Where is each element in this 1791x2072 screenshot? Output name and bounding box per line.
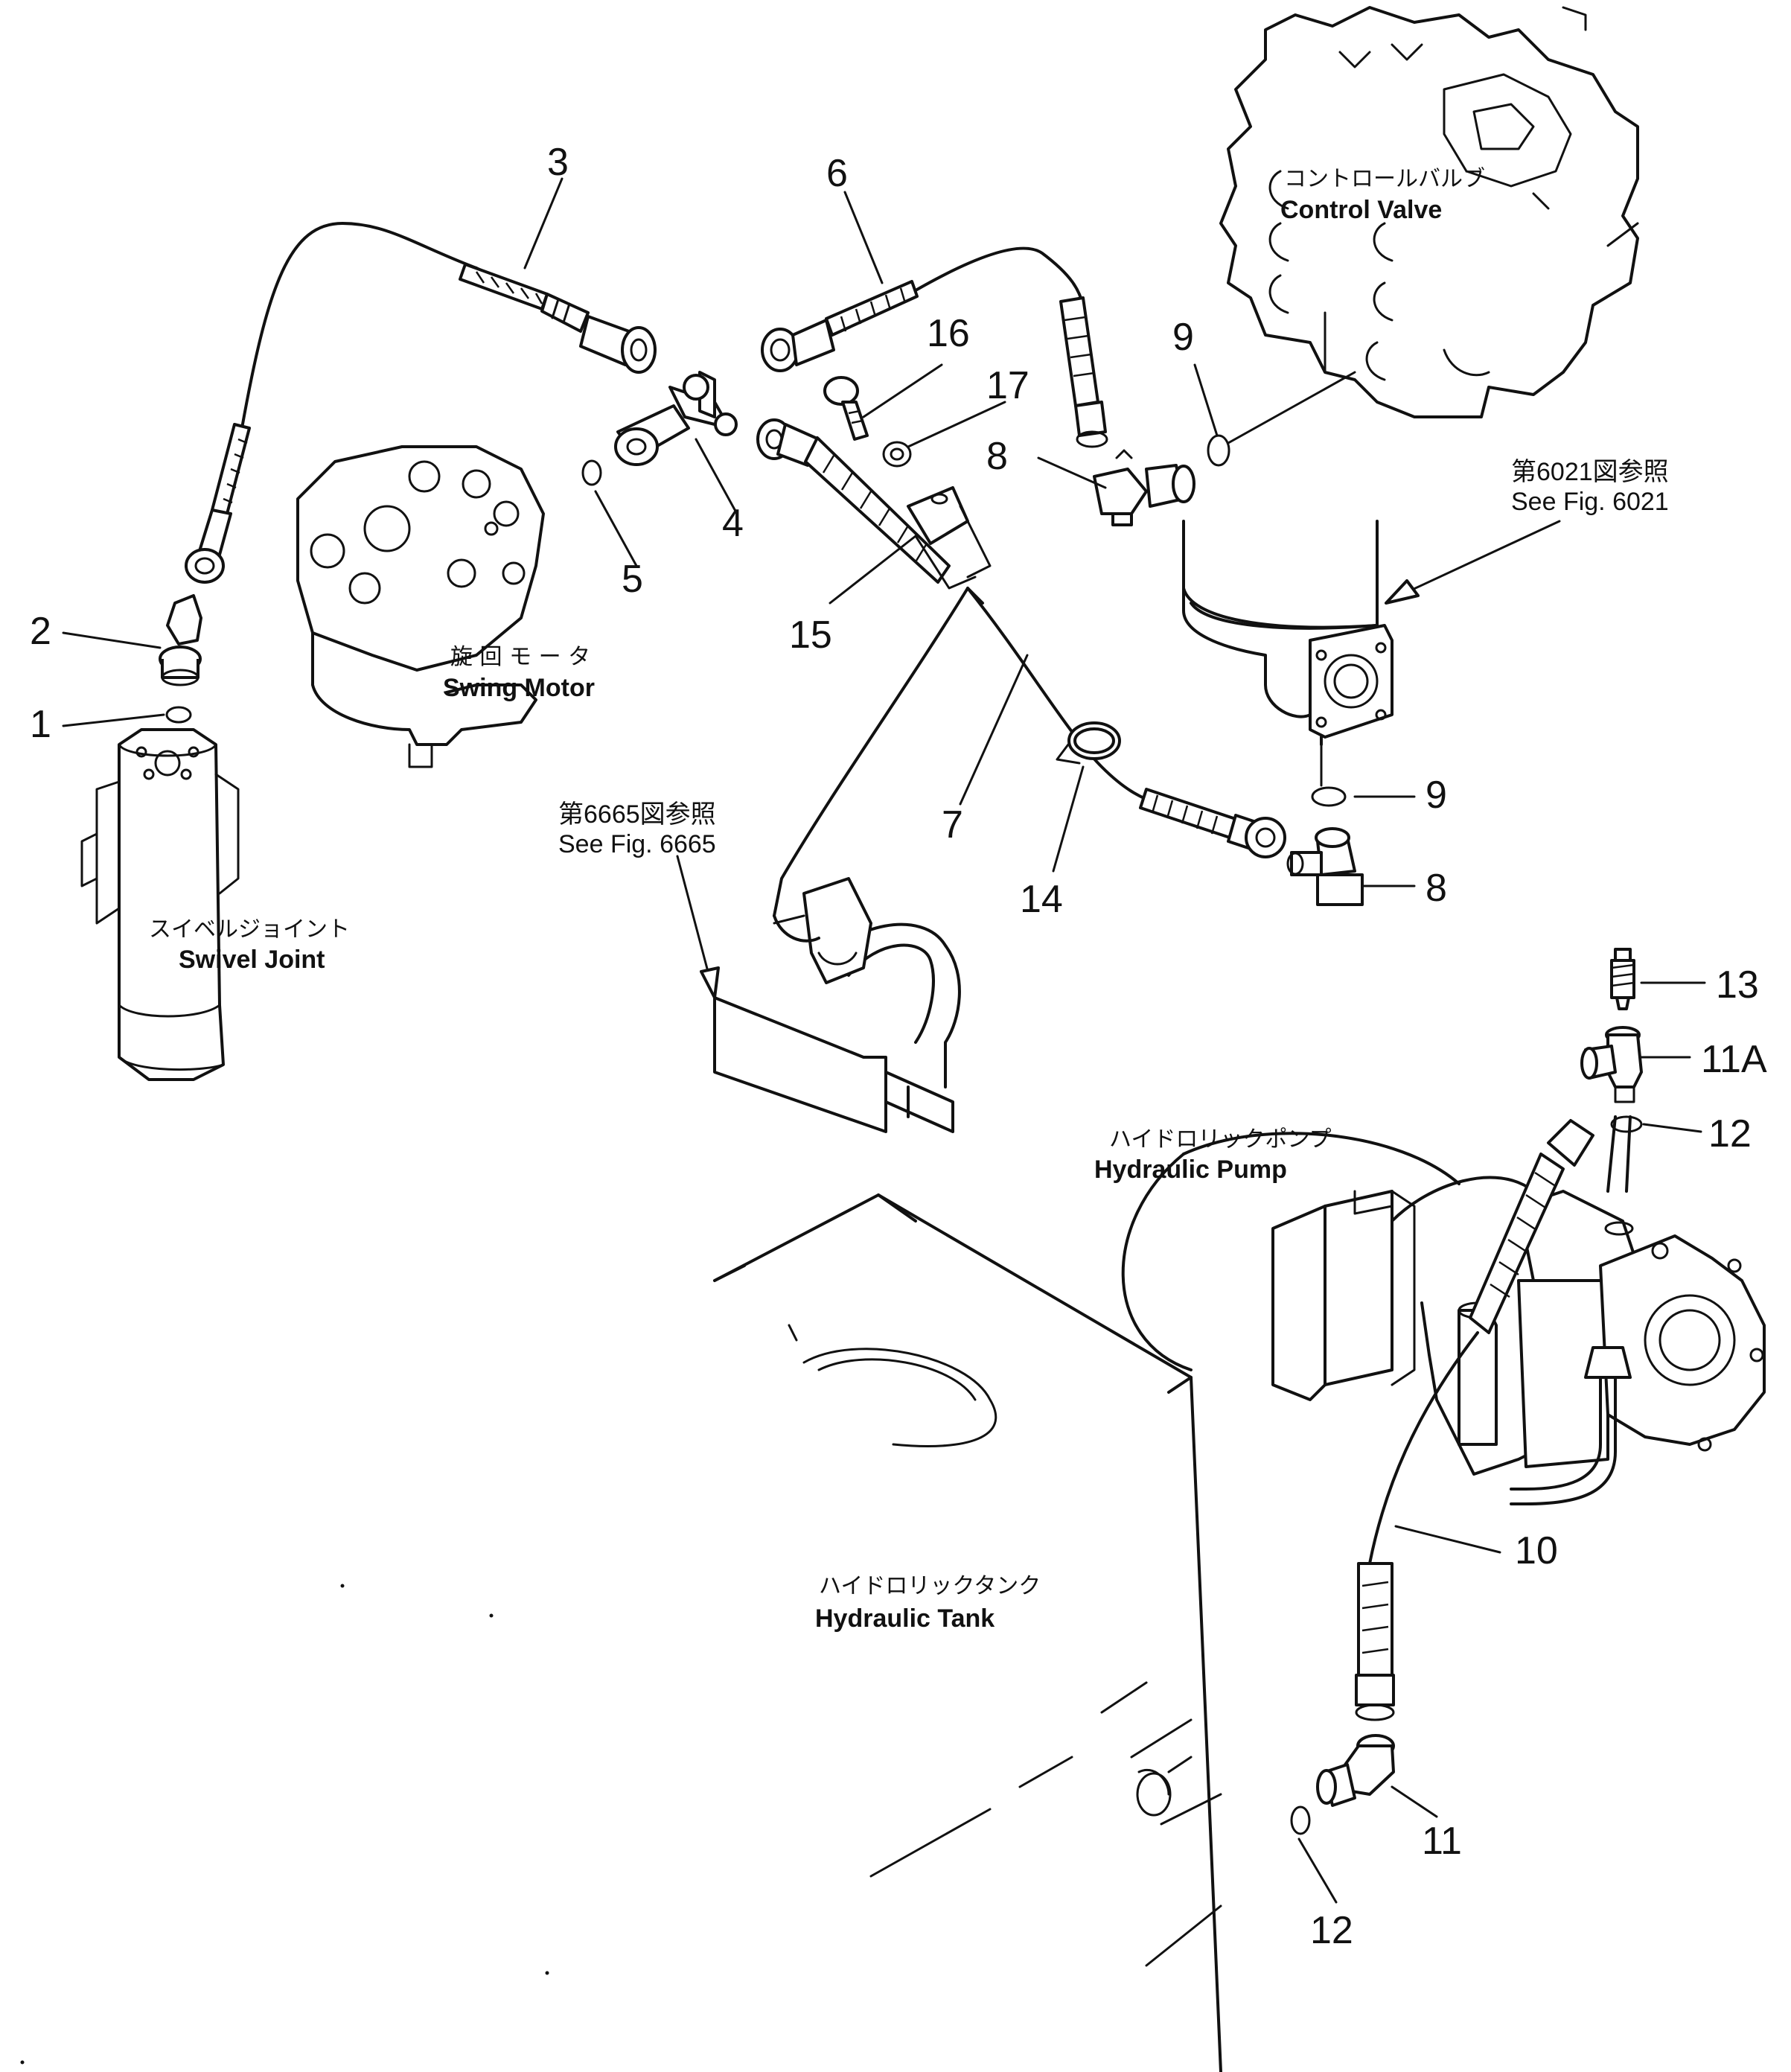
hydraulic-tank bbox=[713, 1193, 1222, 2072]
bracket bbox=[713, 877, 961, 1133]
figure-references: 第6021図参照 See Fig. 6021 第6665図参照 See Fig.… bbox=[558, 458, 1669, 858]
swivel-joint: スイベルジョイント Swivel Joint bbox=[80, 728, 350, 1081]
part-label-4: 4 bbox=[722, 502, 744, 545]
o-ring-5 bbox=[581, 459, 602, 486]
part-label-11: 11 bbox=[1422, 1820, 1462, 1863]
part-label-16: 16 bbox=[927, 312, 970, 355]
part-label-1: 1 bbox=[30, 703, 51, 746]
o-ring-12-upper bbox=[1610, 1115, 1643, 1133]
hydraulic-tank-en-label: Hydraulic Tank bbox=[815, 1604, 995, 1633]
part-label-8b: 8 bbox=[1426, 867, 1447, 910]
part-label-2: 2 bbox=[30, 610, 51, 653]
hose-7 bbox=[756, 418, 1286, 943]
part-label-8a: 8 bbox=[986, 435, 1008, 478]
scan-specks bbox=[20, 1584, 549, 2065]
clamp-14 bbox=[1056, 721, 1121, 765]
part-label-5: 5 bbox=[622, 558, 643, 601]
swing-motor-jp-label: 旋 回 モ ー タ bbox=[450, 644, 590, 670]
hose-3 bbox=[185, 222, 657, 584]
o-ring-12-lower bbox=[1290, 1805, 1311, 1835]
hydraulic-tank-jp-label: ハイドロリックタンク bbox=[819, 1573, 1041, 1599]
control-valve-en-label: Control Valve bbox=[1280, 196, 1442, 224]
control-valve: コントロールバルブ Control Valve bbox=[1219, 6, 1639, 418]
swivel-joint-jp-label: スイベルジョイント bbox=[149, 917, 350, 943]
o-ring-9-lower bbox=[1311, 786, 1347, 807]
part-label-9b: 9 bbox=[1426, 774, 1447, 817]
tee-fitting-4 bbox=[614, 371, 738, 466]
part-label-7: 7 bbox=[942, 803, 963, 847]
ref-fig6665-en: See Fig. 6665 bbox=[558, 830, 716, 858]
control-valve-jp-label: コントロールバルブ bbox=[1284, 166, 1485, 192]
elbow-fitting-2 bbox=[159, 594, 202, 686]
elbow-fitting-8-lower bbox=[1286, 827, 1364, 906]
hydraulic-pump-en-label: Hydraulic Pump bbox=[1094, 1155, 1287, 1184]
washer-17 bbox=[882, 441, 912, 468]
washer-17-hole bbox=[890, 447, 904, 461]
part-label-3: 3 bbox=[547, 141, 569, 184]
elbow-fitting-8-upper bbox=[1093, 449, 1195, 526]
clamp-15 bbox=[907, 486, 992, 590]
swing-motor: 旋 回 モ ー タ Swing Motor bbox=[296, 445, 595, 768]
part-label-14: 14 bbox=[1020, 878, 1063, 921]
hydraulic-pump-jp-label: ハイドロリックポンプ bbox=[1109, 1126, 1332, 1153]
swivel-joint-en-label: Swivel Joint bbox=[179, 946, 325, 974]
hydraulic-pump: ハイドロリックポンプ Hydraulic Pump bbox=[1094, 1115, 1766, 1505]
ref-fig6021-en: See Fig. 6021 bbox=[1511, 488, 1669, 516]
ref-fig6665-jp: 第6665図参照 bbox=[558, 800, 716, 829]
part-label-12b: 12 bbox=[1310, 1909, 1353, 1952]
swing-motor-en-label: Swing Motor bbox=[443, 674, 595, 702]
ref-fig6021-jp: 第6021図参照 bbox=[1511, 458, 1669, 486]
part-label-13: 13 bbox=[1716, 963, 1759, 1007]
part-label-6: 6 bbox=[826, 152, 848, 195]
part-label-11A: 11A bbox=[1701, 1038, 1767, 1081]
part-label-12a: 12 bbox=[1708, 1112, 1752, 1155]
part-label-9a: 9 bbox=[1172, 316, 1194, 359]
elbow-fitting-11 bbox=[1316, 1734, 1395, 1807]
filter-unit bbox=[1182, 520, 1393, 746]
part-number-labels: 1 2 3 4 5 6 7 8 8 9 9 10 11 11A 12 12 13… bbox=[30, 141, 1767, 1952]
o-ring-9-upper bbox=[1207, 434, 1230, 467]
o-ring-9-upper-leader bbox=[1227, 371, 1356, 444]
elbow-fitting-11A bbox=[1580, 1026, 1643, 1103]
part-label-10: 10 bbox=[1515, 1529, 1558, 1572]
hose-6 bbox=[761, 246, 1108, 448]
o-ring-1 bbox=[165, 706, 192, 724]
part-label-15: 15 bbox=[789, 613, 832, 657]
bolt-16 bbox=[823, 376, 869, 441]
part-label-17: 17 bbox=[986, 364, 1029, 407]
leader-lines bbox=[62, 177, 1706, 1904]
hose-10 bbox=[1355, 1119, 1594, 1721]
plug-13 bbox=[1610, 948, 1635, 1010]
